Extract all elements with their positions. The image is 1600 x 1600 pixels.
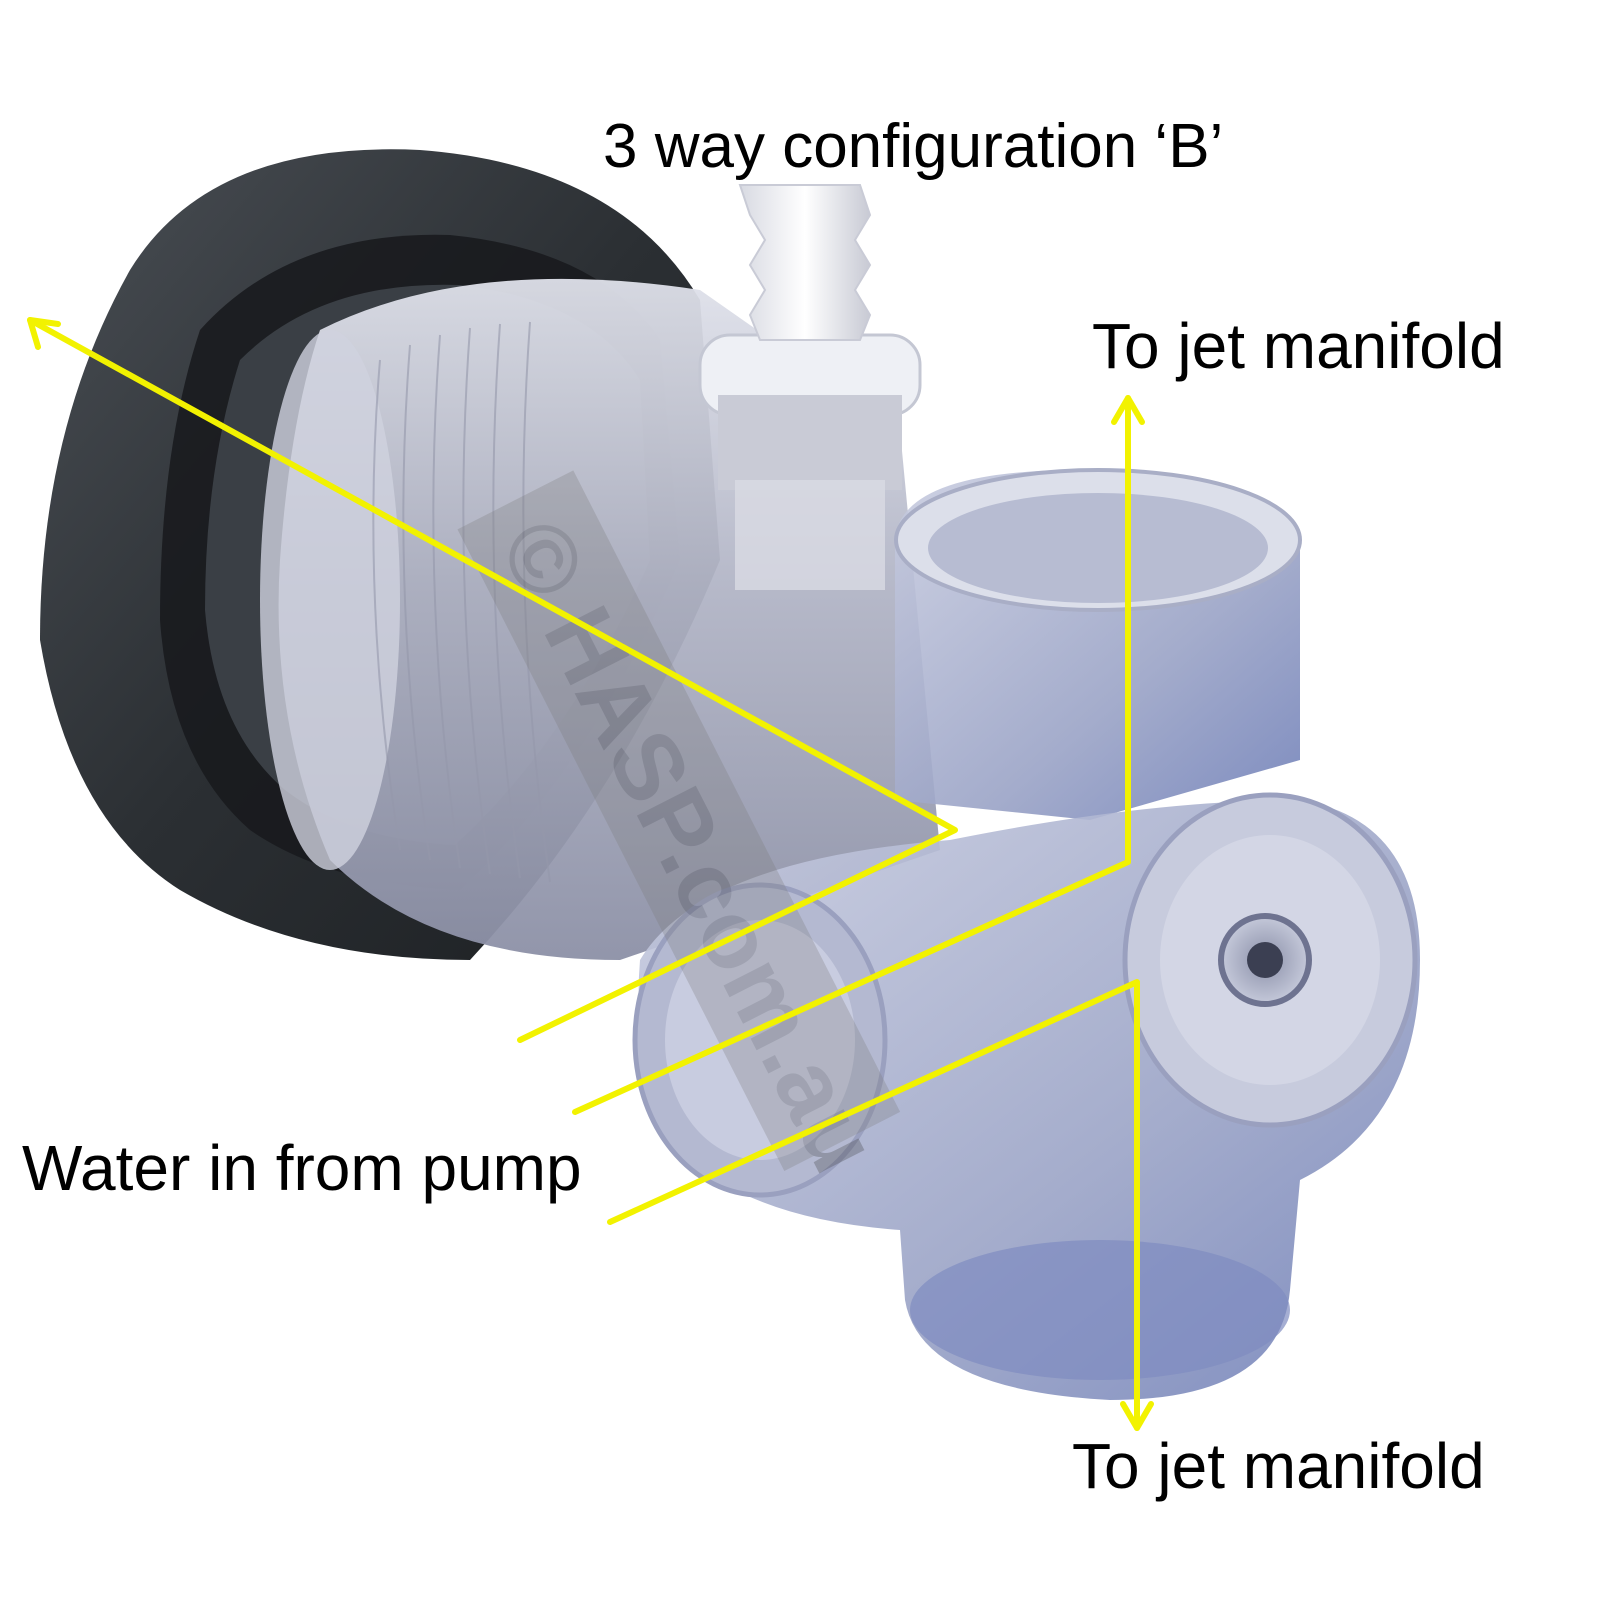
label-outlet-top: To jet manifold bbox=[1092, 310, 1505, 382]
diagram-title: 3 way configuration ‘B’ bbox=[603, 112, 1224, 181]
arrowhead-icon bbox=[27, 317, 61, 350]
arrowheads bbox=[27, 317, 1154, 1431]
nozzle-port bbox=[1218, 913, 1312, 1007]
arrow-to-rear-outlet bbox=[27, 317, 958, 1043]
flow-arrows bbox=[27, 317, 1140, 1431]
air-barb-fitting bbox=[698, 184, 922, 590]
arrowhead-icon bbox=[1120, 1401, 1154, 1431]
arrow-to-bottom-manifold bbox=[607, 979, 1140, 1431]
tee-body bbox=[632, 468, 1420, 1400]
arrow-to-top-manifold bbox=[572, 395, 1131, 1115]
label-inlet: Water in from pump bbox=[22, 1132, 582, 1204]
label-outlet-bottom: To jet manifold bbox=[1072, 1430, 1485, 1502]
arrowhead-icon bbox=[1111, 395, 1145, 425]
